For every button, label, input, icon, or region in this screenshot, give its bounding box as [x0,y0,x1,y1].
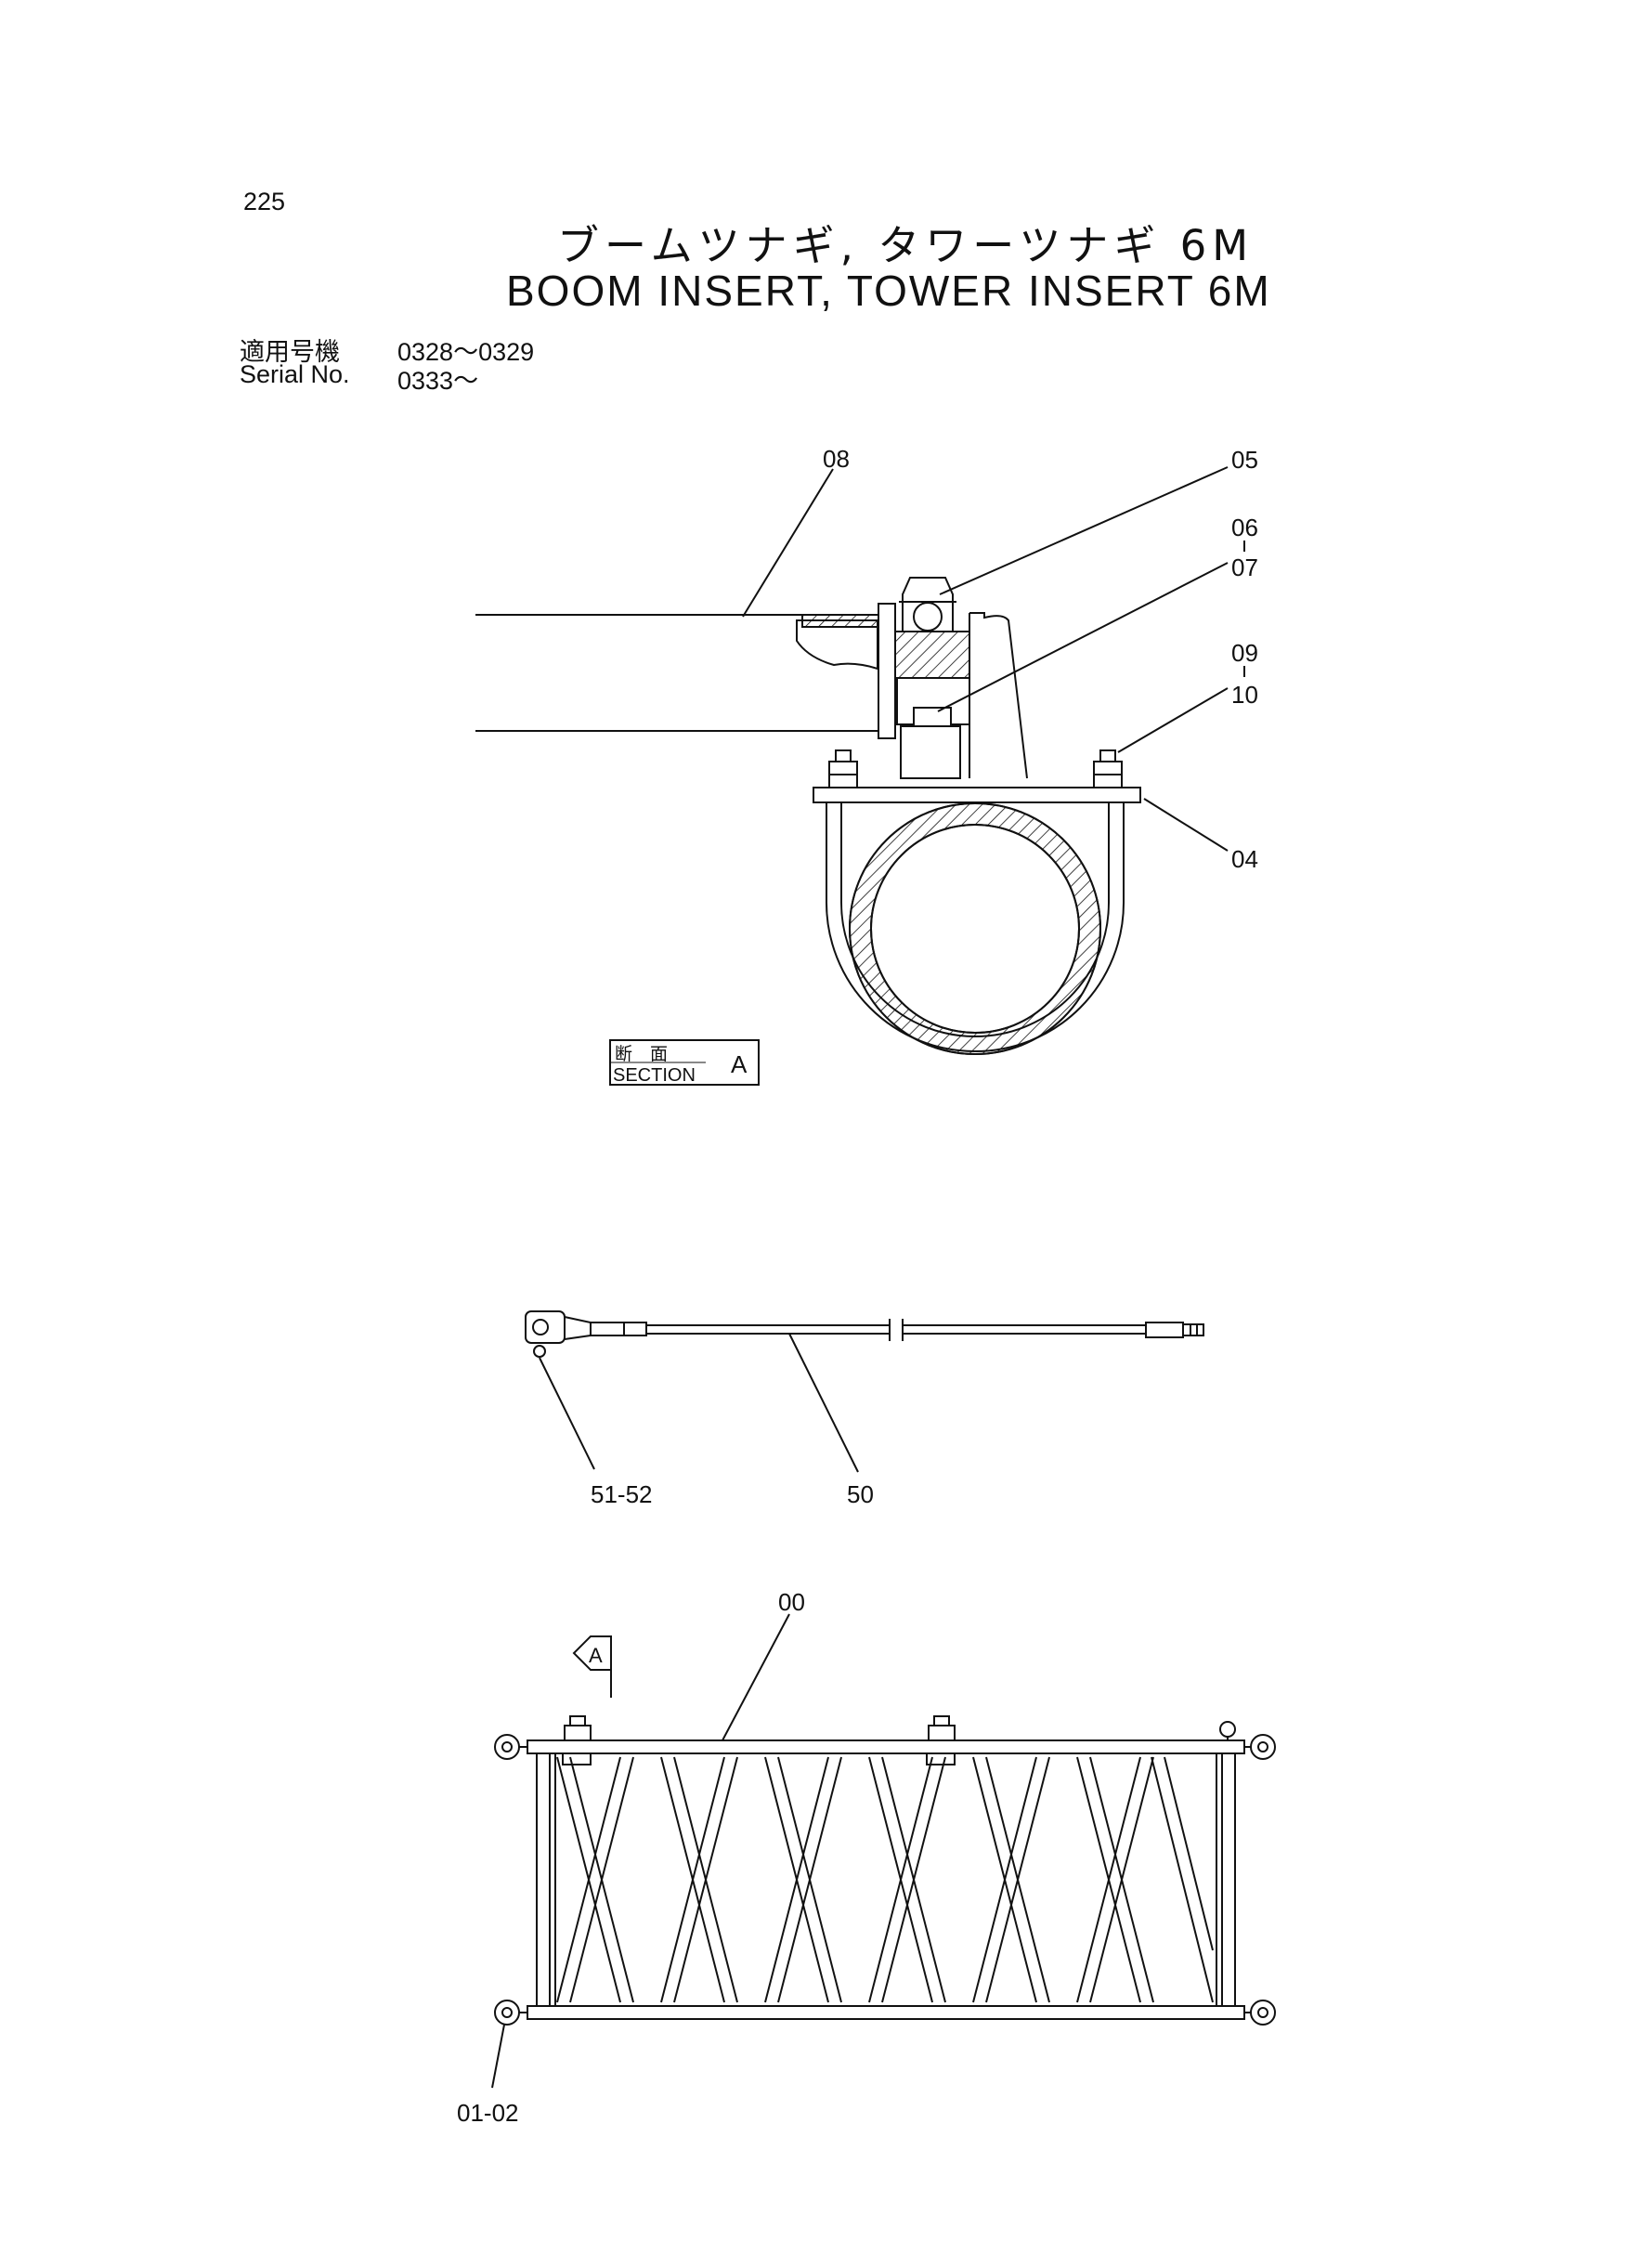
pendant-rod [525,1310,1204,1473]
serial-label-english: Serial No. [240,360,350,388]
callout-50: 50 [847,1480,874,1508]
section-a-label-box: 断 面 SECTION A [609,1039,760,1086]
insert-truss-section [491,1613,1276,2089]
view-arrow-a: A [572,1635,612,1698]
serial-range-1: 0328～0329 [397,338,535,366]
serial-range-2: 0333～ [397,367,479,395]
title-japanese: ブームツナギ, タワーツナギ 6M [557,221,1255,270]
section-a-detail [475,466,1245,1055]
callout-04: 04 [1231,845,1258,873]
callout-07: 07 [1231,554,1258,581]
callout-08: 08 [823,445,850,473]
callout-51-52: 51-52 [591,1480,653,1508]
callout-00: 00 [778,1588,805,1616]
callout-06: 06 [1231,514,1258,541]
serial-label-japanese: 適用号機 [240,338,340,367]
section-label-japanese: 断 面 [615,1044,668,1064]
view-arrow-letter: A [589,1644,603,1667]
callout-09: 09 [1231,639,1258,667]
callout-01-02: 01-02 [457,2099,519,2127]
callout-10: 10 [1231,681,1258,709]
title-english: BOOM INSERT, TOWER INSERT 6M [506,267,1271,315]
section-label-english: SECTION [613,1065,696,1086]
page-number: 225 [243,188,286,215]
callout-05: 05 [1231,446,1258,474]
section-letter: A [731,1050,748,1078]
